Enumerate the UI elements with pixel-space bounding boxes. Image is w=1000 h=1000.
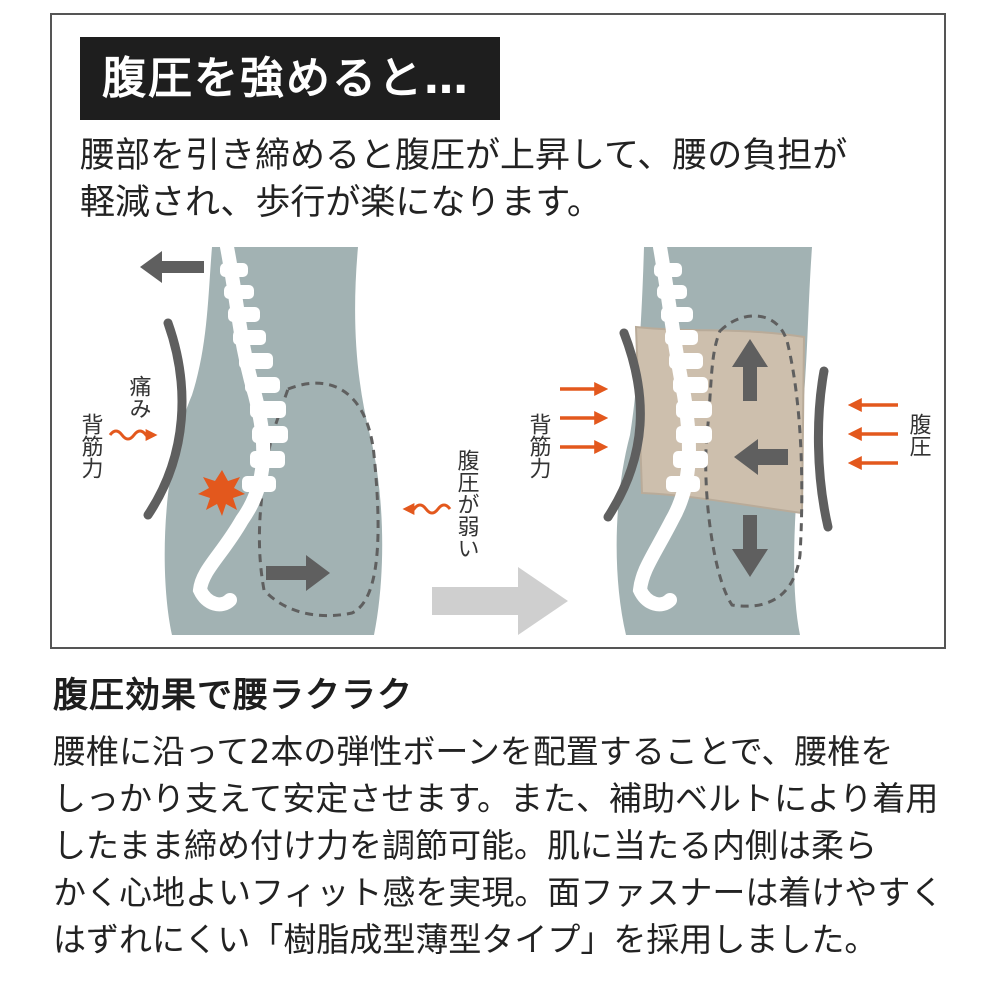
pain-label: 痛み [126,375,152,419]
left-back-wave-arrow-icon [108,429,158,441]
right-abdomen-outline [704,314,804,608]
intro-line: 腰部を引き締めると腹圧が上昇して、腰の負担が [80,136,848,176]
body-line: 腰椎に沿って2本の弾性ボーンを配置することで、腰椎を [53,732,894,771]
right-back-muscle-curve [603,328,645,522]
body-line: しっかり支えて安定させます。また、補助ベルトにより着用 [53,779,939,818]
right-spine [632,240,712,612]
pressure-up-arrow-icon [732,339,768,401]
body-line: はずれにくい「樹脂成型薄型タイプ」を採用しました。 [53,920,878,959]
pressure-down-arrow-icon [732,515,768,577]
left-back-muscle-curve [143,318,187,520]
right-figure: 背筋力 腹圧 [526,240,932,635]
intro-line: 軽減され、歩行が楽になります。 [80,183,602,223]
right-back-muscle-label: 背筋力 [526,413,552,479]
section-body: 腰椎に沿って2本の弾性ボーンを配置することで、腰椎を しっかり支えて安定させます… [53,728,943,963]
section-title: 腹圧効果で腰ラクラク [53,676,414,716]
pressure-left-arrow-icon [734,439,788,475]
left-back-muscle-label: 背筋力 [78,413,104,479]
belt [634,325,806,515]
illustration-panel: 腹圧を強めると… 腰部を引き締めると腹圧が上昇して、腰の負担が 軽減され、歩行が… [50,13,946,649]
weak-pressure-label: 腹圧が弱い [454,449,480,559]
posture-comparison-diagram: 痛み 背筋力 腹圧が弱い [78,240,932,635]
left-figure: 痛み 背筋力 腹圧が弱い [78,240,480,635]
abdominal-pressure-arrows-icon [847,398,898,470]
abdominal-pressure-label: 腹圧 [906,413,932,457]
body-line: したまま締め付け力を調節可能。肌に当たる内側は柔ら [53,826,878,865]
body-line: かく心地よいフィット感を実現。面ファスナーは着けやすく [53,873,944,912]
right-front-curve [813,366,833,532]
transition-arrow-icon [432,567,568,635]
left-abdomen-outline [257,381,380,618]
left-spine [192,240,288,612]
right-back-arrows-icon [560,382,609,454]
organ-push-arrow-icon [266,555,330,591]
heading-banner: 腹圧を強めると… [80,37,500,120]
left-push-arrow-icon [140,251,204,283]
pain-burst-icon [198,470,245,516]
intro-text: 腰部を引き締めると腹圧が上昇して、腰の負担が 軽減され、歩行が楽になります。 [80,133,847,227]
weak-pressure-wave-arrow-icon [402,503,452,515]
